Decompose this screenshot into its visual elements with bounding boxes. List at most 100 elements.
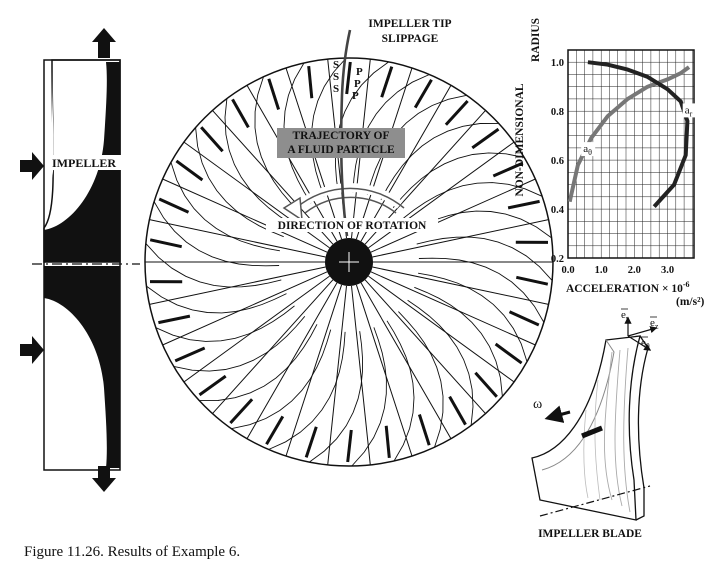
y-tick-labels: 0.2 0.4 0.6 0.8 1.0 — [551, 58, 565, 265]
impeller-vane — [380, 122, 499, 200]
tip-slippage-label-line2: SLIPPAGE — [382, 33, 439, 45]
vane-tip — [229, 398, 254, 425]
figure-caption: Figure 11.26. Results of Example 6. — [24, 544, 241, 560]
down-arrow-icon — [92, 466, 116, 492]
impeller-vane — [155, 305, 295, 342]
trajectory-label-line2: A FLUID PARTICLE — [287, 144, 395, 156]
y-tick-label: 1.0 — [551, 58, 564, 69]
chart-series: aθ ar — [567, 60, 697, 208]
svg-text:ez: ez — [650, 317, 659, 331]
radial-line — [327, 285, 347, 465]
impeller-cross-section: IMPELLER — [20, 28, 140, 492]
radial-line — [372, 266, 549, 305]
vane-tip — [448, 395, 467, 426]
svg-text:eθ: eθ — [641, 337, 650, 351]
radial-line — [183, 275, 330, 383]
impeller-vane — [352, 74, 430, 193]
p-mark: P — [352, 90, 359, 102]
radial-line — [370, 178, 536, 253]
e-z-label: e — [650, 317, 655, 329]
impeller-face-view: TRAJECTORY OF A FLUID PARTICLE DIRECTION… — [144, 18, 554, 467]
vane-tip — [515, 275, 549, 286]
inflow-arrow-icon — [20, 336, 44, 364]
vane-tip — [413, 79, 433, 109]
radial-line — [149, 266, 326, 305]
p-mark: P — [354, 78, 361, 90]
svg-text:ACCELERATION × 10-6: ACCELERATION × 10-6 — [566, 280, 690, 295]
vane-tip — [231, 98, 250, 129]
vane-tip — [494, 342, 523, 365]
impeller-label: IMPELLER — [52, 156, 116, 170]
impeller-blade-diagram: ω er ez eθ IMPELLER BLADE — [531, 308, 659, 540]
vane-tip — [507, 199, 540, 210]
vane-tip — [149, 238, 183, 249]
rotation-arrow — [295, 187, 405, 209]
radial-line — [212, 279, 334, 414]
vane-tip — [267, 78, 281, 110]
impeller-vane — [170, 162, 280, 252]
vane-tip — [265, 415, 285, 445]
x-tick-label: 2.0 — [628, 265, 641, 276]
y-axis-label-line1: NON-DIMENSIONAL — [514, 83, 526, 196]
radial-line — [351, 285, 371, 465]
x-axis-unit: (m/s²) — [676, 296, 705, 308]
series-label-aθ: aθ — [583, 143, 592, 157]
impeller-vane — [145, 243, 282, 288]
x-tick-label: 3.0 — [661, 265, 674, 276]
e-z-vector — [627, 326, 658, 337]
impeller-vane — [335, 61, 389, 193]
vane-tip — [471, 127, 500, 150]
vane-tip — [384, 425, 391, 459]
impeller-blades — [145, 57, 553, 467]
impeller-vane — [173, 316, 306, 372]
e-theta-vector — [627, 335, 652, 351]
radial-line — [149, 219, 326, 258]
svg-text:er: er — [621, 309, 629, 323]
series-label-ar: ar — [685, 104, 693, 118]
rotation-arrowhead-icon — [282, 196, 303, 222]
impeller-vane — [153, 201, 280, 267]
impeller-vane — [351, 327, 387, 467]
y-tick-label: 0.6 — [551, 156, 564, 167]
radial-line — [246, 282, 338, 439]
impeller-vane — [414, 286, 503, 397]
y-tick-label: 0.2 — [551, 254, 564, 265]
particle-trajectory — [339, 29, 352, 237]
vane-tip — [307, 65, 314, 99]
s-mark: S — [333, 71, 339, 83]
impeller-vane — [254, 76, 300, 213]
impeller-vane — [392, 152, 525, 208]
impeller-vane — [309, 331, 363, 463]
x-tick-label: 1.0 — [595, 265, 608, 276]
s-mark: S — [333, 59, 339, 71]
impeller-vane — [268, 331, 346, 450]
impeller-vane — [195, 127, 284, 238]
vane-tip — [380, 66, 394, 98]
series-line-ar — [587, 60, 690, 208]
vane-tip — [304, 426, 318, 458]
trajectory-label-box — [277, 128, 405, 158]
radial-line — [355, 284, 413, 457]
radial-line — [162, 178, 328, 253]
radial-line — [368, 275, 515, 383]
radial-line — [246, 85, 338, 242]
impeller-vane — [418, 257, 545, 323]
vane-tip — [200, 126, 224, 153]
vane-tip — [174, 346, 206, 363]
vane-tip — [474, 371, 498, 398]
vane-tip — [175, 159, 204, 182]
e-theta-label: e — [641, 337, 646, 349]
x-axis-label: ACCELERATION × 10 — [566, 283, 683, 295]
y-tick-label: 0.4 — [551, 205, 565, 216]
y-tick-label: 0.8 — [551, 107, 564, 118]
trajectory-label-line1: TRAJECTORY OF — [292, 130, 389, 142]
omega-arrow — [544, 405, 571, 423]
chart-frame — [567, 49, 695, 259]
impeller-vane — [418, 272, 528, 362]
vane-tip — [444, 99, 469, 126]
radial-line — [364, 279, 486, 414]
vane-tip — [346, 429, 353, 463]
vane-tip — [417, 414, 431, 446]
direction-label: DIRECTION OF ROTATION — [278, 220, 427, 232]
